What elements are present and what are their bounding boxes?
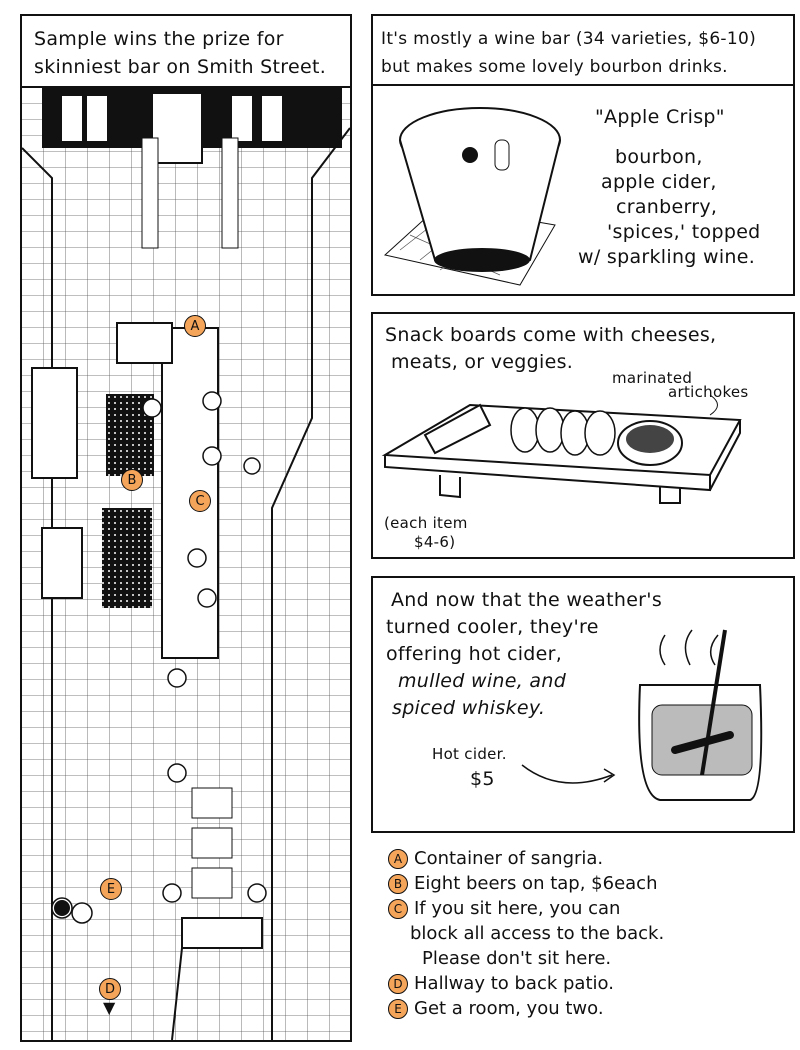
marker-d: D: [99, 978, 121, 1000]
cider-price-label: Hot cider.: [432, 745, 507, 763]
arrow-icon: [521, 764, 616, 784]
snack-board-illustration: [381, 395, 742, 504]
legend-text: block all access to the back.: [410, 923, 665, 944]
legend-text: Get a room, you two.: [414, 998, 604, 1019]
marker-b: B: [121, 469, 143, 491]
snack-price-line-2: $4-6): [414, 533, 456, 551]
annotation-artichokes: artichokes: [668, 383, 749, 401]
floorplan-caption-line-1: Sample wins the prize for: [34, 28, 284, 50]
legend-marker-a: A: [388, 848, 408, 869]
legend-marker-d: D: [388, 973, 408, 994]
wine-caption-divider: [371, 84, 795, 86]
snack-caption-line-1: Snack boards come with cheeses,: [385, 324, 717, 346]
marker-a: A: [184, 315, 206, 337]
cider-caption-line-4: mulled wine, and: [398, 670, 567, 692]
cider-caption-line-5: spiced whiskey.: [392, 697, 546, 719]
floorplan-caption-box: [20, 14, 352, 88]
wine-caption-line-1: It's mostly a wine bar (34 varieties, $6…: [381, 29, 757, 49]
legend-text: If you sit here, you can: [414, 898, 621, 919]
legend-item-d: D Hallway to back patio.: [388, 971, 614, 996]
drink-ingredient-3: cranberry,: [616, 196, 718, 218]
marker-e: E: [100, 878, 122, 900]
drink-ingredient-5: w/ sparkling wine.: [578, 246, 756, 268]
floorplan-caption-line-2: skinniest bar on Smith Street.: [34, 56, 327, 78]
legend-item-e: E Get a room, you two.: [388, 996, 604, 1021]
legend-item-c: C If you sit here, you can: [388, 896, 620, 921]
cider-price: $5: [470, 768, 495, 790]
legend-marker-b: B: [388, 873, 408, 894]
legend-item-a: A Container of sangria.: [388, 846, 603, 871]
hot-cider-mug-illustration: [638, 629, 763, 801]
legend-text: Container of sangria.: [414, 848, 604, 869]
legend-item-c-cont-1: block all access to the back.: [410, 921, 664, 946]
snack-caption-line-2: meats, or veggies.: [391, 351, 574, 373]
drink-ingredient-2: apple cider,: [601, 171, 717, 193]
apple-crisp-glass-illustration: [383, 107, 561, 286]
cider-caption-line-1: And now that the weather's: [391, 589, 663, 611]
marker-c: C: [189, 490, 211, 512]
legend-marker-c: C: [388, 898, 408, 919]
drink-ingredient-1: bourbon,: [615, 146, 703, 168]
annotation-marinated: marinated: [612, 369, 693, 387]
legend-item-c-cont-2: Please don't sit here.: [422, 946, 611, 971]
legend-item-b: B Eight beers on tap, $6each: [388, 871, 657, 896]
cider-caption-line-3: offering hot cider,: [386, 643, 563, 665]
cider-caption-line-2: turned cooler, they're: [386, 616, 599, 638]
drink-ingredient-4: 'spices,' topped: [607, 221, 761, 243]
snack-price-line-1: (each item: [384, 514, 468, 532]
legend-text: Please don't sit here.: [422, 948, 612, 969]
wine-caption-line-2: but makes some lovely bourbon drinks.: [381, 57, 728, 77]
arrow-down-icon: ▼: [103, 998, 116, 1017]
floorplan-illustration: [22, 88, 350, 1040]
legend-text: Eight beers on tap, $6each: [414, 873, 658, 894]
drink-name: "Apple Crisp": [595, 106, 725, 128]
legend-marker-e: E: [388, 998, 408, 1019]
legend-text: Hallway to back patio.: [414, 973, 614, 994]
